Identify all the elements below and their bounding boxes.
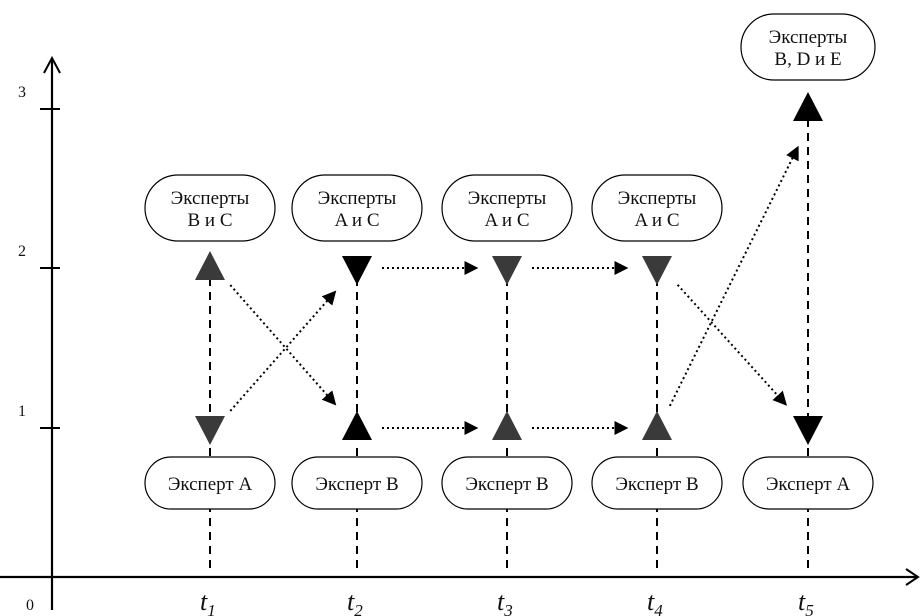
x-tick-label: t2 xyxy=(347,587,363,616)
x-tick-label: t4 xyxy=(647,587,663,616)
marker-triangle-down xyxy=(642,256,672,285)
marker-triangle-down xyxy=(195,416,225,445)
bubble-text: Эксперты xyxy=(171,188,250,209)
bubble-text: Эксперты xyxy=(318,188,397,209)
bubble-text: A и C xyxy=(484,210,529,231)
marker-triangle-down xyxy=(793,416,823,445)
y-tick-label: 3 xyxy=(18,84,26,101)
bubble-text: Эксперт B xyxy=(615,474,698,495)
bubble-text: Эксперты xyxy=(618,188,697,209)
bubble-text: A и C xyxy=(634,210,679,231)
bubble-shape xyxy=(742,456,874,510)
marker-triangle-up xyxy=(492,411,522,440)
axes: 0 1 2 3 t1 t2 t3 t4 t5 xyxy=(0,55,920,616)
bubble-text: A и C xyxy=(334,210,379,231)
stage-bottom-bubble: Эксперт B xyxy=(591,456,723,510)
transition-arrow xyxy=(676,284,787,406)
transition-arrow xyxy=(229,284,337,406)
marker-triangle-up xyxy=(793,92,823,121)
x-axis-arrowhead xyxy=(905,568,920,586)
marker-triangle-down xyxy=(492,256,522,285)
bubble-shape xyxy=(591,174,723,242)
bubble-shape xyxy=(144,174,276,242)
transitions xyxy=(229,145,799,435)
bubble-text: Эксперт A xyxy=(168,474,253,495)
bubble-text: B и C xyxy=(187,210,232,231)
bubble-text: Эксперт B xyxy=(465,474,548,495)
y-tick-label: 2 xyxy=(18,243,26,260)
origin-label: 0 xyxy=(26,597,34,614)
bubble-shape xyxy=(441,456,573,510)
marker-triangle-up xyxy=(195,251,225,280)
bubble-text: Эксперт A xyxy=(766,474,851,495)
y-axis-arrowhead xyxy=(43,55,61,74)
x-tick-label: t1 xyxy=(200,587,216,616)
bubble-shape xyxy=(291,174,423,242)
bubble-shape xyxy=(591,456,723,510)
bubble-shape xyxy=(291,456,423,510)
bubble-text: B, D и E xyxy=(774,49,841,70)
bubble-shape xyxy=(441,174,573,242)
x-tick-label: t5 xyxy=(798,587,814,616)
marker-triangle-up xyxy=(642,411,672,440)
bubble-shape xyxy=(144,456,276,510)
bubble-text: Эксперты xyxy=(769,27,848,48)
transition-arrow xyxy=(229,290,337,412)
bubble-text: Эксперт B xyxy=(315,474,398,495)
markers xyxy=(195,92,823,445)
bubble-shape xyxy=(740,13,876,81)
stage-bottom-bubble: Эксперт A xyxy=(742,456,874,510)
transition-arrow xyxy=(668,145,799,407)
y-tick-label: 1 xyxy=(18,403,26,420)
marker-triangle-up xyxy=(342,411,372,440)
stage-bottom-bubble: Эксперт B xyxy=(441,456,573,510)
stage-bottom-bubble: Эксперт A xyxy=(144,456,276,510)
stage-bottom-bubble: Эксперт B xyxy=(291,456,423,510)
bubble-text: Эксперты xyxy=(468,188,547,209)
marker-triangle-down xyxy=(342,256,372,285)
x-tick-label: t3 xyxy=(497,587,513,616)
